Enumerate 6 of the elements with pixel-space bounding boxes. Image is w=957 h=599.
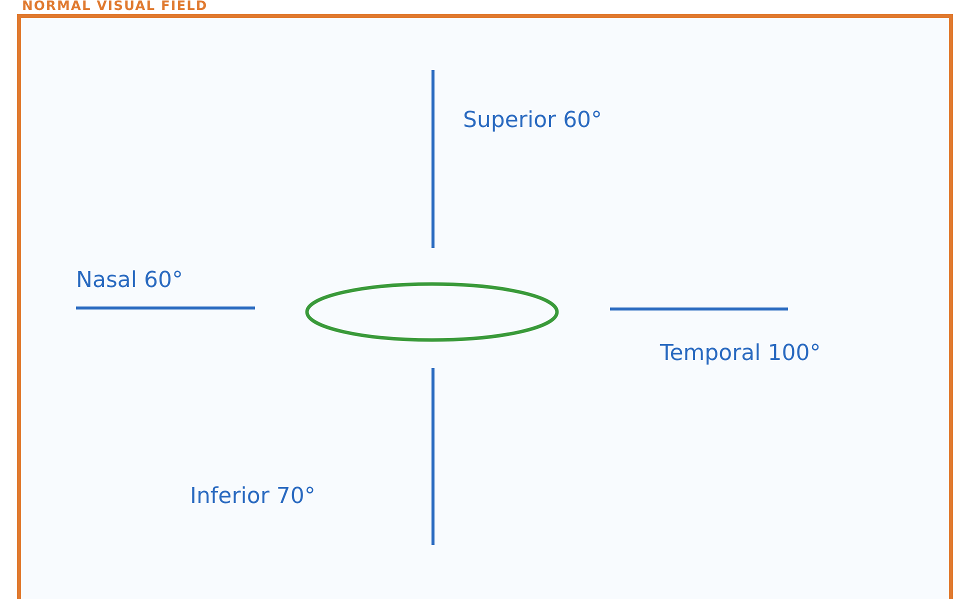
title: NORMAL VISUAL FIELD	[22, 0, 208, 14]
field-extent-label: Temporal 100°	[660, 341, 821, 367]
field-extent-label: Superior 60°	[463, 108, 602, 134]
eye-ellipse	[305, 282, 559, 342]
field-extent-label: Nasal 60°	[76, 268, 183, 294]
field-extent-label: Inferior 70°	[190, 484, 316, 510]
